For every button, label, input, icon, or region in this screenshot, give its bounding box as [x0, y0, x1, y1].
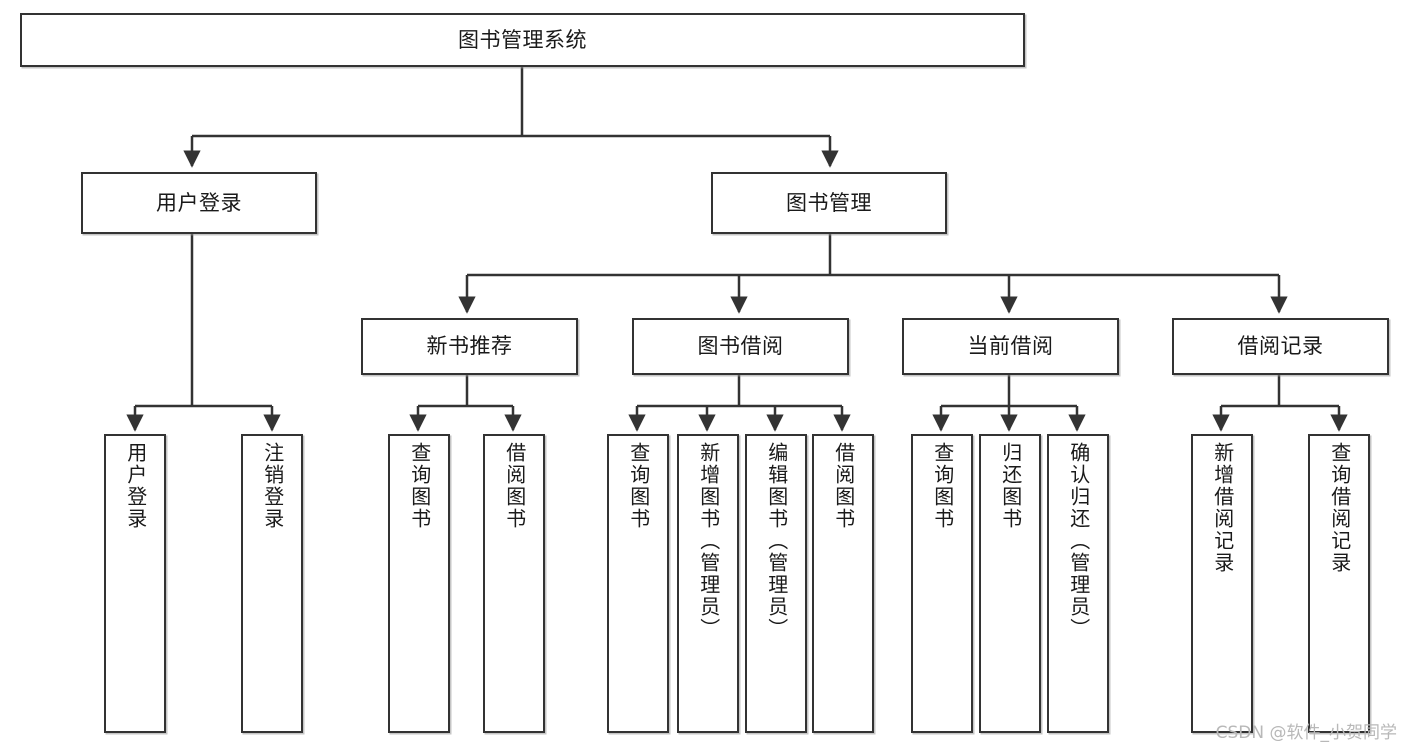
node-label: 图书管理 [786, 190, 872, 215]
node-label: 用户登录 [156, 190, 242, 215]
node-label: 查询图书 [626, 442, 651, 530]
leaf-book-borrow-add-book-admin[interactable]: 新增图书（管理员） [677, 434, 739, 733]
leaf-user-login-login[interactable]: 用户登录 [104, 434, 166, 733]
node-label: 注销登录 [260, 442, 285, 530]
leaf-new-book-borrow-book[interactable]: 借阅图书 [483, 434, 545, 733]
node-book-borrow[interactable]: 图书借阅 [632, 318, 849, 375]
node-current-borrow[interactable]: 当前借阅 [902, 318, 1119, 375]
csdn-watermark: CSDN @软件_小贺同学 [1215, 723, 1397, 743]
node-label: 确认归还（管理员） [1066, 442, 1091, 640]
leaf-borrow-record-add-record[interactable]: 新增借阅记录 [1191, 434, 1253, 733]
leaf-book-borrow-query-book[interactable]: 查询图书 [607, 434, 669, 733]
node-label: 编辑图书（管理员） [764, 442, 789, 640]
leaf-new-book-query-book[interactable]: 查询图书 [388, 434, 450, 733]
node-user-login[interactable]: 用户登录 [81, 172, 317, 234]
leaf-borrow-record-query-record[interactable]: 查询借阅记录 [1308, 434, 1370, 733]
leaf-book-borrow-borrow-book[interactable]: 借阅图书 [812, 434, 874, 733]
node-root-book-management-system[interactable]: 图书管理系统 [20, 13, 1025, 67]
leaf-user-login-logout[interactable]: 注销登录 [241, 434, 303, 733]
node-book-management[interactable]: 图书管理 [711, 172, 947, 234]
node-label: 借阅图书 [831, 442, 856, 530]
node-label: 借阅图书 [502, 442, 527, 530]
node-label: 查询图书 [930, 442, 955, 530]
node-label: 用户登录 [123, 442, 148, 530]
node-new-book-recommend[interactable]: 新书推荐 [361, 318, 578, 375]
node-label: 图书借阅 [697, 334, 784, 359]
leaf-current-borrow-query-book[interactable]: 查询图书 [911, 434, 973, 733]
leaf-current-borrow-confirm-return-admin[interactable]: 确认归还（管理员） [1047, 434, 1109, 733]
node-label: 归还图书 [998, 442, 1023, 530]
node-label: 新增借阅记录 [1210, 442, 1235, 574]
node-borrow-record[interactable]: 借阅记录 [1172, 318, 1389, 375]
node-label: 新增图书（管理员） [696, 442, 721, 640]
leaf-current-borrow-return-book[interactable]: 归还图书 [979, 434, 1041, 733]
node-label: 当前借阅 [967, 334, 1054, 359]
node-label: 查询图书 [407, 442, 432, 530]
node-label: 查询借阅记录 [1327, 442, 1352, 574]
leaf-book-borrow-edit-book-admin[interactable]: 编辑图书（管理员） [745, 434, 807, 733]
node-label: 图书管理系统 [458, 27, 587, 52]
node-label: 借阅记录 [1237, 334, 1324, 359]
node-label: 新书推荐 [426, 334, 513, 359]
